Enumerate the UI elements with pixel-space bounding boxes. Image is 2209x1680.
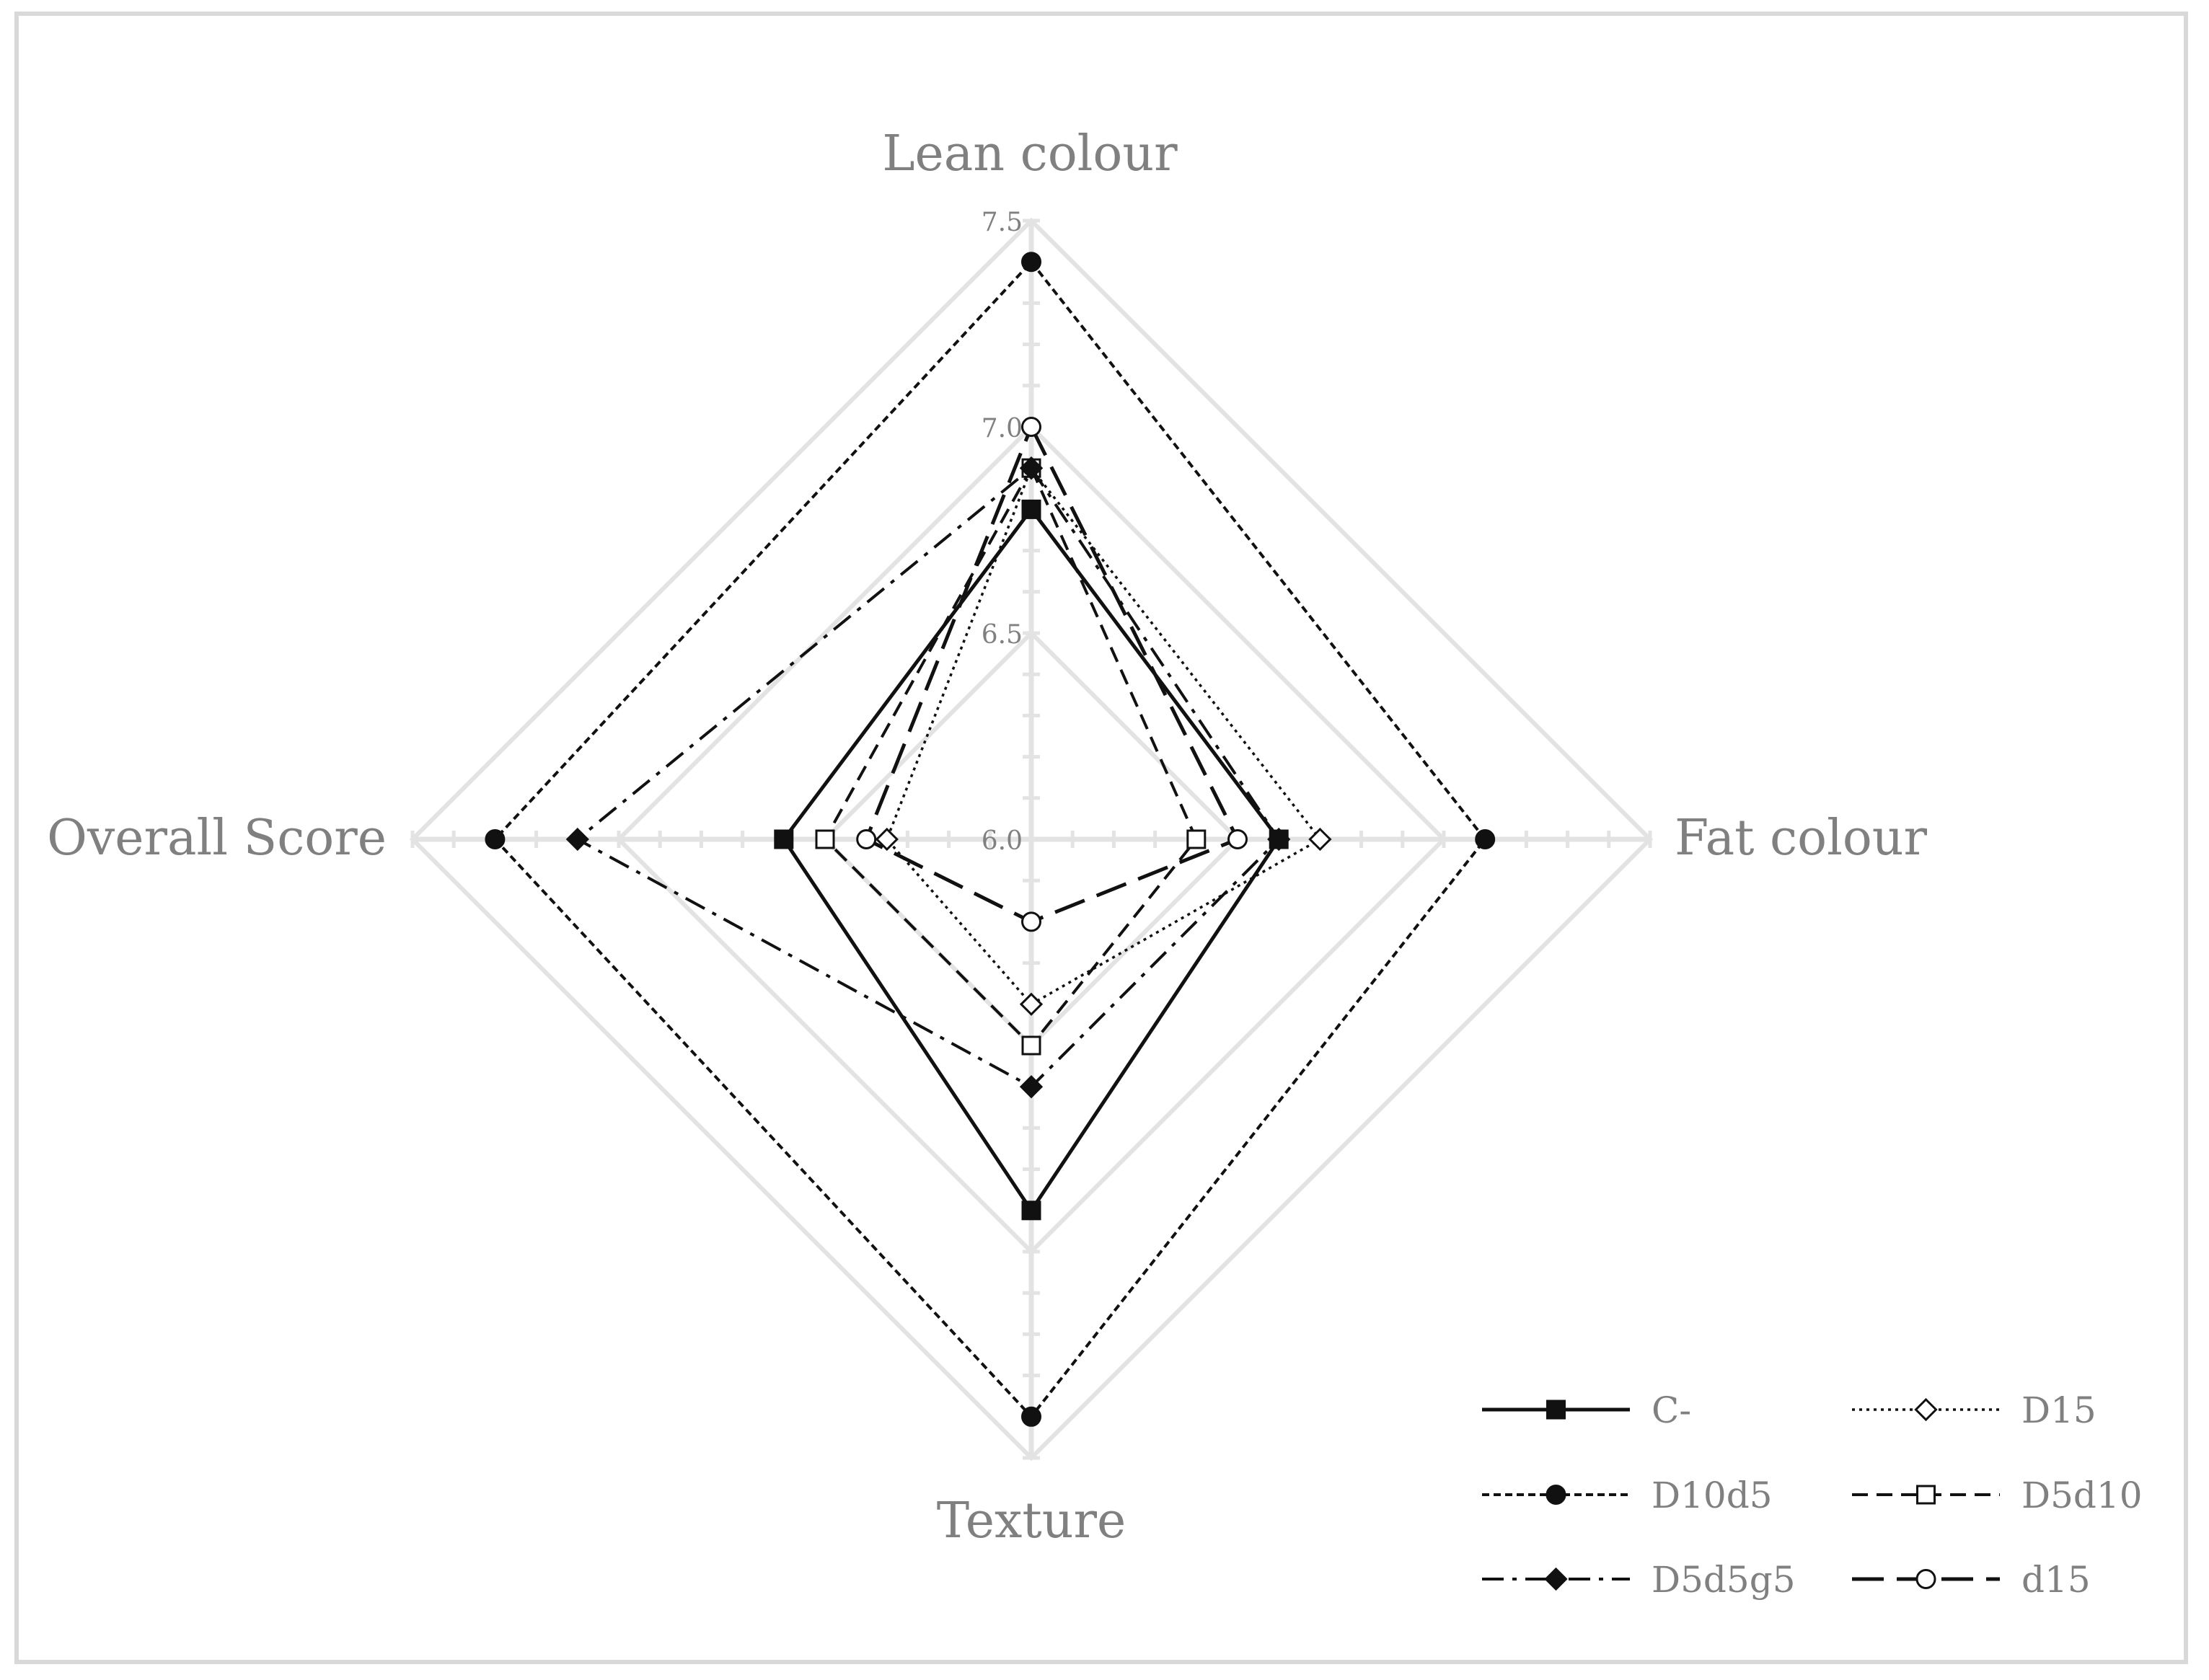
series-3-point-texture xyxy=(1021,1035,1041,1056)
legend-marker-0 xyxy=(1546,1400,1566,1420)
legend-marker-4 xyxy=(1544,1567,1568,1591)
series-4-point-overall-score xyxy=(565,827,589,852)
legend-item-d15: D15 xyxy=(1852,1389,2096,1431)
series-2-point-lean-colour xyxy=(1021,252,1041,273)
series-line-5 xyxy=(864,422,1240,924)
legend-swatch-1 xyxy=(1852,1397,2000,1422)
series-2-point-texture xyxy=(1021,1406,1041,1427)
legend-item-c-minus: C- xyxy=(1482,1389,1691,1431)
series-5-point-overall-score xyxy=(856,829,877,849)
legend-item-d10d5: D10d5 xyxy=(1482,1475,1773,1516)
legend: C- D15 D10d5 D5d10 D5d5g5 d15 xyxy=(1482,1389,2143,1601)
legend-marker-1 xyxy=(1914,1397,1938,1422)
series-1-point-overall-score xyxy=(875,827,899,852)
series-0-point-overall-score xyxy=(774,829,794,849)
series-2-point-fat-colour xyxy=(1475,829,1496,849)
legend-label-d10d5: D10d5 xyxy=(1652,1475,1773,1516)
legend-item-d5d10: D5d10 xyxy=(1852,1475,2143,1516)
series-1-point-texture xyxy=(1019,992,1044,1016)
axis-title-layer: Lean colour Fat colour Texture Overall S… xyxy=(47,125,1927,1549)
legend-item-d5d5g5: D5d5g5 xyxy=(1482,1559,1796,1601)
series-3-point-fat-colour xyxy=(1186,829,1207,849)
axis-title-texture: Texture xyxy=(937,1493,1126,1549)
legend-swatch-2 xyxy=(1482,1485,1630,1505)
legend-item-d15-lower: d15 xyxy=(1852,1559,2091,1601)
series-0-point-lean-colour xyxy=(1021,499,1041,519)
legend-label-d5d10: D5d10 xyxy=(2021,1475,2143,1516)
series-1-point-fat-colour xyxy=(1308,827,1332,852)
tick-layer: 6.0 6.5 7.0 7.5 xyxy=(982,208,1023,856)
tick-label-6-5: 6.5 xyxy=(982,620,1023,650)
series-0-point-texture xyxy=(1021,1201,1041,1221)
legend-label-d15: D15 xyxy=(2021,1389,2096,1431)
legend-marker-3 xyxy=(1916,1485,1936,1505)
series-4-point-lean-colour xyxy=(1019,456,1044,480)
series-4 xyxy=(565,456,1291,1099)
axis-title-fat-colour: Fat colour xyxy=(1675,810,1928,867)
series-line-3 xyxy=(823,464,1199,1048)
series-5-point-lean-colour xyxy=(1021,417,1041,437)
series-2-point-overall-score xyxy=(485,829,506,849)
tick-label-7-5: 7.5 xyxy=(982,208,1023,237)
series-4-point-texture xyxy=(1019,1075,1044,1099)
legend-label-d5d5g5: D5d5g5 xyxy=(1652,1559,1796,1601)
legend-swatch-5 xyxy=(1852,1569,2000,1589)
axis-title-overall-score: Overall Score xyxy=(47,810,387,867)
series-5 xyxy=(856,417,1248,932)
series-layer xyxy=(485,252,1496,1427)
tick-label-6-0: 6.0 xyxy=(982,826,1023,856)
legend-swatch-4 xyxy=(1482,1567,1630,1591)
legend-marker-2 xyxy=(1546,1485,1566,1505)
legend-swatch-0 xyxy=(1482,1400,1630,1420)
series-5-point-texture xyxy=(1021,911,1041,932)
legend-label-d15-lower: d15 xyxy=(2021,1559,2091,1601)
series-2 xyxy=(485,252,1496,1427)
axis-layer xyxy=(410,218,1652,1460)
series-3-point-overall-score xyxy=(815,829,835,849)
series-1 xyxy=(875,456,1332,1016)
legend-marker-5 xyxy=(1915,1569,1936,1589)
series-5-point-fat-colour xyxy=(1227,829,1248,849)
series-4-point-fat-colour xyxy=(1267,827,1291,852)
legend-swatch-3 xyxy=(1852,1485,2000,1505)
axis-title-lean-colour: Lean colour xyxy=(882,125,1178,182)
series-3 xyxy=(815,458,1207,1056)
legend-label-c-minus: C- xyxy=(1652,1389,1691,1431)
tick-label-7-0: 7.0 xyxy=(982,414,1023,443)
